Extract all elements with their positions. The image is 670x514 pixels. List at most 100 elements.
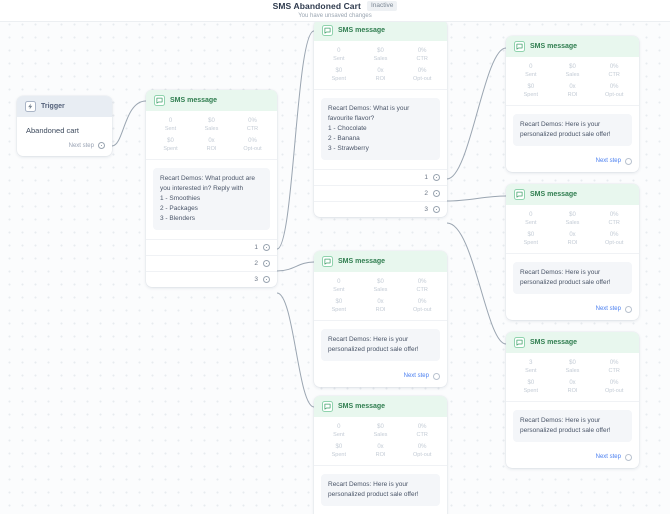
reply-option-label: 3: [424, 206, 428, 214]
stat-sent: 0 Sent: [525, 212, 537, 226]
stat-sent: 3 Sent: [525, 360, 537, 374]
sms-node-title: SMS message: [170, 97, 218, 104]
sms-node-header: SMS message: [314, 251, 447, 272]
reply-option-row[interactable]: 1: [314, 169, 447, 185]
connector-dot-empty[interactable]: [433, 372, 440, 380]
stat-optout: 0% Opt-out: [605, 232, 624, 246]
stat-sent: 0 Sent: [333, 424, 345, 438]
sms-node-product-question[interactable]: SMS message 0 Sent $0 Sales 0% CTR $: [146, 90, 277, 288]
sms-node-offer-mid-1[interactable]: SMS message 0 Sent $0 Sales 0% CTR $: [314, 251, 447, 387]
next-step-link[interactable]: Next step: [506, 303, 639, 320]
sms-node-title: SMS message: [338, 403, 386, 410]
stat-sales: $0 Sales: [565, 360, 580, 374]
trigger-next-step[interactable]: Next step: [17, 139, 112, 156]
trigger-node[interactable]: Trigger Abandoned cart Next step: [17, 96, 112, 156]
stat-spent: $0 Spent: [523, 380, 539, 394]
stat-roi: 0x ROI: [567, 84, 578, 98]
stat-spent: $0 Spent: [331, 68, 347, 82]
sms-node-title: SMS message: [530, 339, 578, 346]
connector-dot[interactable]: [433, 190, 440, 198]
sms-node-offer-right-2[interactable]: SMS message 0 Sent $0 Sales 0% CTR $: [506, 184, 639, 320]
sms-node-title: SMS message: [530, 191, 578, 198]
reply-option-row[interactable]: 1: [146, 239, 277, 255]
next-step-link[interactable]: Next step: [506, 155, 639, 172]
reply-option-row[interactable]: 3: [146, 271, 277, 287]
sms-node-title: SMS message: [530, 43, 578, 50]
trigger-next-step-label: Next step: [68, 142, 94, 149]
sms-node-offer-right-3[interactable]: SMS message 3 Sent $0 Sales 0% CTR $: [506, 332, 639, 468]
stat-optout: 0% Opt-out: [413, 444, 432, 458]
next-step-label: Next step: [595, 158, 621, 165]
stat-sent: 0 Sent: [333, 279, 345, 293]
reply-option-row[interactable]: 2: [146, 255, 277, 271]
sms-node-title: SMS message: [338, 27, 386, 34]
sms-message-text: Recart Demos: Here is your personalized …: [513, 113, 632, 146]
reply-option-row[interactable]: 3: [314, 201, 447, 217]
connector-dot[interactable]: [263, 276, 270, 284]
stat-spent: $0 Spent: [331, 299, 347, 313]
stat-ctr: 0% CTR: [608, 360, 620, 374]
next-step-label: Next step: [595, 306, 621, 313]
sms-node-stats: 0 Sent $0 Sales 0% CTR $0 Spent 0x: [146, 111, 277, 160]
sms-message-text: Recart Demos: Here is your personalized …: [321, 473, 440, 506]
connector-dot[interactable]: [263, 244, 270, 252]
sms-node-offer-right-1[interactable]: SMS message 0 Sent $0 Sales 0% CTR $: [506, 36, 639, 172]
sms-node-stats: 0 Sent $0 Sales 0% CTR $0 Spent 0x: [314, 417, 447, 466]
unsaved-changes-text: You have unsaved changes: [298, 13, 372, 19]
sms-node-stats: 0 Sent $0 Sales 0% CTR $0 Spent 0x: [506, 57, 639, 106]
sms-node-header: SMS message: [506, 36, 639, 57]
sms-node-offer-mid-2[interactable]: SMS message 0 Sent $0 Sales 0% CTR $: [314, 396, 447, 514]
chat-bubble-icon: [322, 401, 333, 412]
stat-roi: 0x ROI: [567, 232, 578, 246]
connector-dot[interactable]: [263, 260, 270, 268]
stat-sent: 0 Sent: [333, 48, 345, 62]
sms-node-flavor-question[interactable]: SMS message 0 Sent $0 Sales 0% CTR $: [314, 20, 447, 218]
stat-spent: $0 Spent: [163, 138, 178, 152]
connector-dot-empty[interactable]: [625, 305, 632, 313]
sms-message-wrap: Recart Demos: Here is your personalized …: [506, 106, 639, 155]
stat-roi: 0x ROI: [375, 68, 386, 82]
sms-message-wrap: Recart Demos: What is your favourite fla…: [314, 90, 447, 169]
connector-dot-empty[interactable]: [625, 157, 632, 165]
stat-spent: $0 Spent: [331, 444, 347, 458]
chat-bubble-icon: [514, 41, 525, 52]
sms-node-header: SMS message: [314, 20, 447, 41]
connector-dot-empty[interactable]: [625, 453, 632, 461]
stat-sales: $0 Sales: [373, 48, 388, 62]
stat-ctr: 0% CTR: [246, 118, 259, 132]
stat-sales: $0 Sales: [565, 64, 580, 78]
sms-message-text: Recart Demos: Here is your personalized …: [513, 261, 632, 294]
sms-message-text: Recart Demos: Here is your personalized …: [321, 328, 440, 361]
connector-dot[interactable]: [98, 142, 105, 149]
stat-roi: 0x ROI: [375, 299, 386, 313]
next-step-link[interactable]: Next step: [314, 370, 447, 387]
stat-ctr: 0% CTR: [416, 424, 428, 438]
chat-bubble-icon: [514, 189, 525, 200]
reply-option-row[interactable]: 2: [314, 185, 447, 201]
reply-option-label: 2: [254, 260, 258, 268]
chat-bubble-icon: [322, 25, 333, 36]
stat-sent: 0 Sent: [164, 118, 177, 132]
sms-message-text: Recart Demos: Here is your personalized …: [513, 409, 632, 442]
sms-node-stats: 0 Sent $0 Sales 0% CTR $0 Spent 0x: [314, 41, 447, 90]
connector-dot[interactable]: [433, 174, 440, 182]
stat-optout: 0% Opt-out: [605, 380, 624, 394]
sms-node-stats: 0 Sent $0 Sales 0% CTR $0 Spent 0x: [314, 272, 447, 321]
sms-node-header: SMS message: [146, 90, 277, 111]
sms-message-text: Recart Demos: What is your favourite fla…: [321, 97, 440, 161]
stat-optout: 0% Opt-out: [605, 84, 624, 98]
stat-optout: 0% Opt-out: [413, 299, 432, 313]
stat-ctr: 0% CTR: [416, 279, 428, 293]
stat-sales: $0 Sales: [565, 212, 580, 226]
sms-node-title: SMS message: [338, 258, 386, 265]
next-step-link[interactable]: Next step: [506, 451, 639, 468]
stat-optout: 0% Opt-out: [243, 138, 262, 152]
sms-node-header: SMS message: [314, 396, 447, 417]
chat-bubble-icon: [154, 95, 165, 106]
stat-optout: 0% Opt-out: [413, 68, 432, 82]
reply-option-label: 3: [254, 276, 258, 284]
sms-node-stats: 3 Sent $0 Sales 0% CTR $0 Spent 0x: [506, 353, 639, 402]
connector-dot[interactable]: [433, 206, 440, 214]
stat-sent: 0 Sent: [525, 64, 537, 78]
